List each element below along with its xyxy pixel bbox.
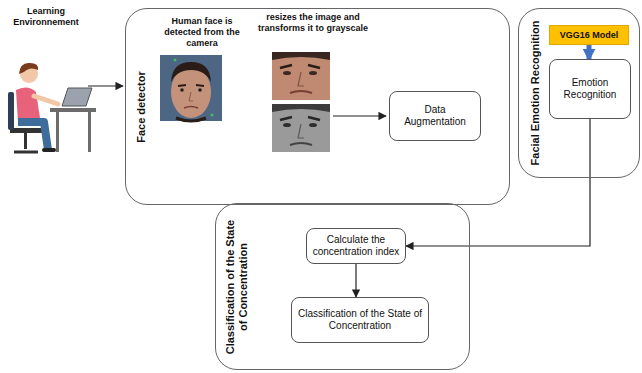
heading-strip: Classification of the State of Concentra… [220,204,254,369]
caption-label: Learning Environnement [6,6,86,28]
heading-strip: Facial Emotion Recognition [521,9,551,177]
augment-arrow [333,115,386,116]
cropped-face [272,52,330,100]
student-figure [8,63,96,152]
stage-panel: Face detector Data Augmentation [125,8,510,205]
box-text: Emotion Recognition [553,77,627,101]
stage-panel: Facial Emotion Recognition VGG16 ModelEmo… [518,8,640,178]
process-box: Calculate the concentration index [306,228,406,264]
grayscale-face [272,104,330,152]
box-text: Classification of the State of Concentra… [295,308,425,332]
heading-strip: Face detector [130,9,154,204]
process-box: Emotion Recognition [549,59,631,119]
stage-heading: Face detector [135,18,148,195]
box-text: VGG16 Model [560,30,619,41]
box-text: Data Augmentation [393,104,477,128]
camera-face [160,55,222,121]
model-box: VGG16 Model [549,25,629,45]
stage-heading: Classification of the State of Concentra… [224,213,250,360]
flow-arrow [587,45,592,59]
stage-heading: Facial Emotion Recognition [529,18,542,168]
flow-arrow [355,264,356,297]
process-box: Data Augmentation [389,91,481,141]
input-arrow [88,85,123,86]
caption-label: Human face is detected from the camera [156,16,248,48]
caption-label: resizes the image and transforms it to g… [254,12,372,34]
process-box: Classification of the State of Concentra… [291,297,429,343]
stage-panel: Classification of the State of Concentra… [215,203,470,370]
box-text: Calculate the concentration index [310,234,402,258]
